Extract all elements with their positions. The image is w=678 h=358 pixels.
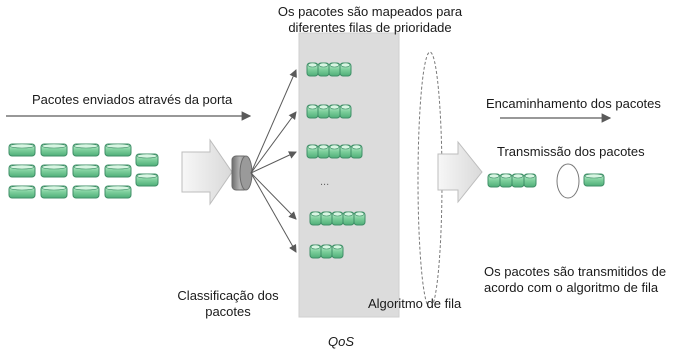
queued-packet — [328, 62, 341, 77]
queued-packet — [306, 104, 319, 119]
queued-packet — [309, 211, 322, 226]
fan-line — [250, 172, 297, 220]
output-packet — [523, 173, 537, 188]
figure-caption: QoS — [328, 334, 355, 349]
queued-packet — [339, 104, 352, 119]
sent-through-port-label: Pacotes enviados através da porta — [32, 92, 233, 107]
output-packet — [583, 173, 605, 187]
queue-1 — [306, 62, 352, 77]
queued-packet — [331, 244, 344, 259]
transmitted-label-line2: acordo com o algoritmo de fila — [484, 280, 659, 295]
classification-label-line2: pacotes — [205, 304, 251, 319]
queue-ellipsis: ... — [320, 176, 330, 188]
fan-line — [250, 69, 297, 174]
output-packet — [499, 173, 513, 188]
input-packet — [40, 143, 68, 157]
transmitted-label-line1: Os pacotes são transmitidos de — [484, 264, 667, 279]
input-packet — [104, 185, 132, 199]
input-packet — [8, 143, 36, 157]
fan-line — [250, 111, 297, 174]
input-packet — [8, 164, 36, 178]
mapped-label-line1: Os pacotes são mapeados para — [277, 4, 463, 19]
input-packet — [72, 164, 100, 178]
input-packet — [40, 185, 68, 199]
queue-4 — [309, 211, 366, 226]
transmission-ring — [556, 163, 580, 199]
queue-5 — [309, 244, 344, 259]
output-packet — [487, 173, 501, 188]
input-packet — [135, 173, 159, 187]
input-packets-group — [8, 143, 159, 199]
classification-label: Classificação dos pacotes — [163, 288, 293, 320]
fan-line — [250, 151, 297, 174]
queued-packet — [328, 144, 341, 159]
queued-packet — [342, 211, 355, 226]
queued-packet — [306, 144, 319, 159]
queued-packet — [320, 211, 333, 226]
queue-3 — [306, 144, 363, 159]
classifier-face — [239, 155, 253, 191]
queued-packet — [331, 211, 344, 226]
forwarding-label: Encaminhamento dos pacotes — [486, 96, 661, 111]
classification-label-line1: Classificação dos — [177, 288, 279, 303]
priority-queues — [306, 62, 366, 259]
input-packet — [72, 185, 100, 199]
input-packet — [135, 153, 159, 167]
queued-packet — [353, 211, 366, 226]
output-flow-arrow — [437, 140, 483, 204]
fan-line — [250, 172, 297, 253]
mapped-label-line2: diferentes filas de prioridade — [288, 20, 452, 35]
input-packet — [104, 143, 132, 157]
queued-packet — [306, 62, 319, 77]
queued-packet — [317, 104, 330, 119]
input-packet — [8, 185, 36, 199]
queued-packet — [317, 62, 330, 77]
input-packet — [72, 143, 100, 157]
input-packet — [104, 164, 132, 178]
queued-packet — [328, 104, 341, 119]
transmitted-label: Os pacotes são transmitidos de acordo co… — [484, 264, 666, 296]
queued-packet — [317, 144, 330, 159]
transmission-label: Transmissão dos pacotes — [497, 144, 645, 159]
queued-packet — [339, 144, 352, 159]
mapped-label: Os pacotes são mapeados para diferentes … — [270, 4, 470, 36]
output-packets-group — [487, 173, 605, 188]
queue-2 — [306, 104, 352, 119]
input-packet — [40, 164, 68, 178]
queued-packet — [309, 244, 322, 259]
queued-packet — [339, 62, 352, 77]
priority-queues-panel — [298, 32, 400, 318]
queued-packet — [350, 144, 363, 159]
classification-fan-lines — [250, 69, 297, 253]
output-packet — [511, 173, 525, 188]
queue-algorithm-label: Algoritmo de fila — [368, 296, 462, 311]
queued-packet — [320, 244, 333, 259]
input-flow-arrow — [181, 138, 233, 206]
